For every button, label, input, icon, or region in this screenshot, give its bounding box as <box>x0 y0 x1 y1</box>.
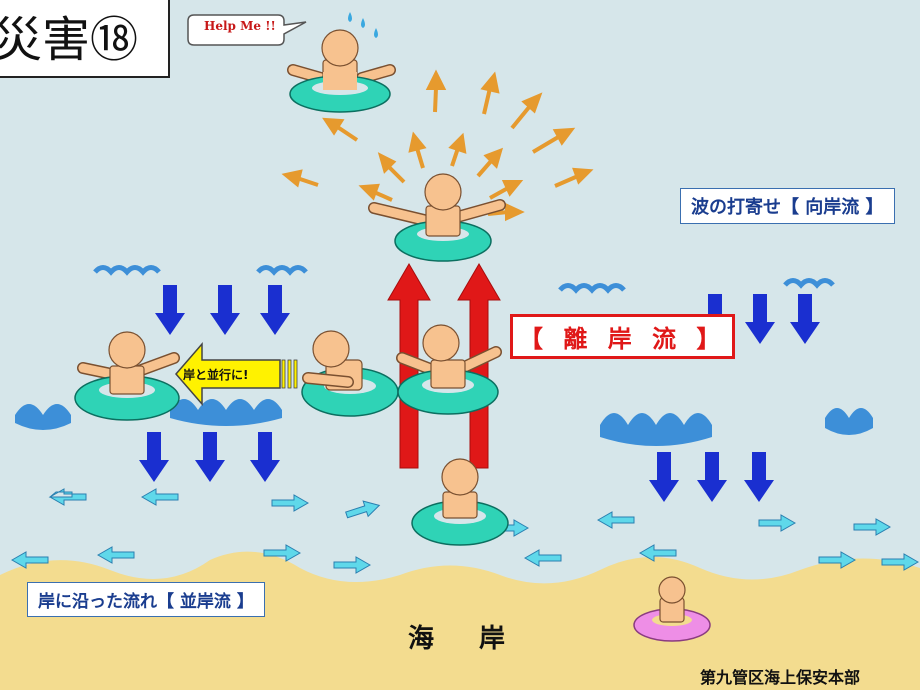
rip-current-label: 【 離 岸 流 】 <box>510 314 736 359</box>
scatter-arrow <box>281 169 319 188</box>
side-arrow <box>758 514 797 532</box>
longshore-arrows <box>10 488 920 574</box>
scatter-arrows <box>281 69 594 222</box>
side-arrow <box>333 556 372 574</box>
scatter-arrow <box>425 69 447 113</box>
scatter-arrow <box>480 71 500 115</box>
scatter-arrow <box>554 167 594 188</box>
beach-sand-band <box>0 690 920 695</box>
onshore-arrow <box>649 452 679 502</box>
onshore-arrow <box>260 285 290 335</box>
swimmer-turned <box>301 330 399 417</box>
kid-on-beach <box>633 576 711 642</box>
side-arrow <box>10 551 49 569</box>
onshore-arrow <box>195 432 225 482</box>
beach-label: 海 岸 <box>408 624 524 654</box>
wave <box>600 413 712 446</box>
help-speech-text: Help Me !! <box>204 19 276 33</box>
swimmer-top <box>287 29 396 113</box>
onshore-arrow <box>210 285 240 335</box>
wave <box>93 265 161 276</box>
scatter-arrow <box>358 183 393 202</box>
page-title: 災害⑱ <box>0 12 138 68</box>
onshore-arrow <box>790 294 820 344</box>
title-box: 災害⑱ <box>0 0 170 78</box>
swimmer-bottom <box>411 458 509 546</box>
onshore-arrow <box>139 432 169 482</box>
longshore-current-label: 岸に沿った流れ【 並岸流 】 <box>27 582 265 617</box>
scatter-arrow <box>487 202 525 222</box>
side-arrow <box>523 549 562 567</box>
onshore-arrow <box>744 452 774 502</box>
onshore-arrow <box>745 294 775 344</box>
side-arrow <box>638 544 677 562</box>
parallel-arrow-label: 岸と並行に! <box>183 368 249 382</box>
side-arrow <box>271 494 310 512</box>
speech-bubble-icon <box>187 14 307 46</box>
scatter-arrow <box>322 117 359 142</box>
wave <box>558 283 626 294</box>
side-arrow <box>881 553 920 571</box>
scatter-arrow <box>448 132 467 167</box>
scatter-arrow <box>531 127 576 154</box>
scatter-arrow <box>510 92 543 130</box>
onshore-arrow <box>697 452 727 502</box>
side-arrow <box>48 488 87 506</box>
side-arrow <box>596 511 635 529</box>
scatter-arrow <box>489 180 524 200</box>
side-arrow <box>345 500 381 519</box>
waves-group <box>15 265 873 446</box>
scatter-arrow <box>377 152 406 184</box>
water-drops-icon <box>348 12 378 38</box>
wave <box>825 408 873 435</box>
side-arrow <box>853 518 892 536</box>
onshore-arrow <box>155 285 185 335</box>
scatter-arrow <box>476 147 504 178</box>
onshore-arrow <box>250 432 280 482</box>
wave <box>170 399 282 426</box>
parallel-arrow <box>175 341 298 407</box>
swimmer-center-high <box>368 173 506 262</box>
credit-text: 第九管区海上保安本部 <box>700 668 861 687</box>
wave <box>15 404 71 430</box>
side-arrow <box>818 551 857 569</box>
side-arrow <box>263 544 302 562</box>
side-arrow <box>96 546 135 564</box>
scatter-arrow <box>408 131 427 169</box>
swimmer-left <box>74 331 180 421</box>
wave <box>783 278 835 289</box>
wave <box>256 265 308 276</box>
side-arrow <box>140 488 179 506</box>
onshore-current-label: 波の打寄せ【 向岸流 】 <box>680 188 895 224</box>
swimmer-rip <box>396 324 502 415</box>
